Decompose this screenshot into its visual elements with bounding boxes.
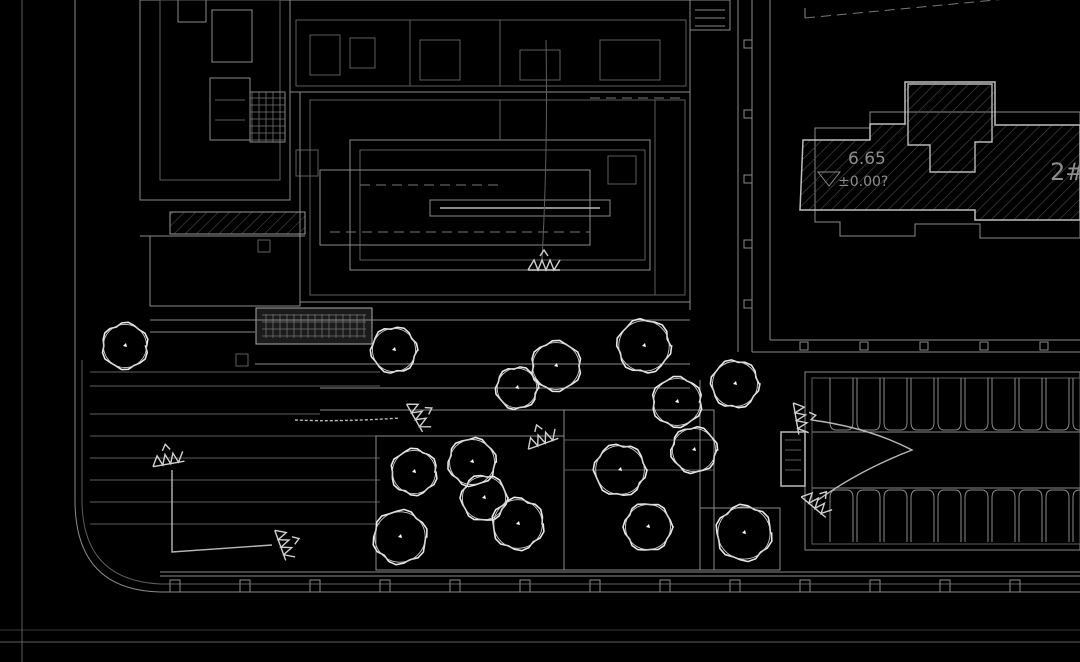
parking-stall — [910, 378, 935, 431]
boundary-post — [1009, 579, 1021, 593]
tree-icon — [709, 359, 761, 409]
parking-stall — [1018, 489, 1043, 542]
boundary-post — [799, 579, 811, 593]
tree-icon — [447, 436, 498, 488]
parking-stall — [991, 378, 1016, 431]
direction-marker-icon — [405, 403, 433, 433]
boundary-posts — [169, 39, 1049, 593]
direction-marker-icon — [152, 443, 185, 468]
direction-marker-icon — [274, 529, 301, 561]
column-post — [743, 174, 753, 184]
tree-icon — [715, 503, 773, 563]
parking-stall — [1018, 378, 1043, 431]
parking-area — [780, 371, 1080, 551]
column-post — [743, 109, 753, 119]
building-2-footprint: 6.65 ±0.00? 2# — [799, 81, 1080, 239]
column-post — [859, 341, 869, 351]
tree-icon — [622, 503, 675, 551]
tree-icon — [101, 321, 149, 371]
parking-stall — [1072, 378, 1080, 431]
boundary-post — [449, 579, 461, 593]
direction-markers — [152, 248, 833, 561]
walkways — [90, 319, 781, 571]
tree-icon — [491, 496, 545, 552]
central-terraces — [140, 39, 691, 345]
direction-marker-icon — [792, 402, 817, 435]
boundary-post — [939, 579, 951, 593]
tree-icon — [459, 474, 510, 521]
tree-icon — [669, 425, 719, 475]
site-boundary — [74, 0, 1080, 593]
boundary-post — [239, 579, 251, 593]
parking-stall — [883, 489, 908, 542]
parking-stall — [937, 378, 962, 431]
parking-stall — [964, 489, 989, 542]
column-post — [979, 341, 989, 351]
tree-icon — [615, 317, 673, 374]
tree-icon — [531, 339, 582, 393]
parking-stall — [856, 378, 881, 431]
parking-stall — [1045, 378, 1070, 431]
column-post — [1039, 341, 1049, 351]
direction-marker-icon — [527, 423, 559, 450]
direction-marker-icon — [527, 248, 561, 272]
parking-stall — [1072, 489, 1080, 542]
trees-layer — [101, 317, 773, 566]
direction-marker-icon — [800, 490, 833, 518]
parking-stall — [910, 489, 935, 542]
parking-stall — [856, 489, 881, 542]
parking-stall — [937, 489, 962, 542]
tree-icon — [494, 366, 540, 411]
parking-stall — [964, 378, 989, 431]
tree-icon — [372, 508, 428, 566]
parking-stall — [883, 378, 908, 431]
column-post — [919, 341, 929, 351]
elevation-value: 6.65 — [848, 149, 886, 169]
column-post — [743, 299, 753, 309]
column-post — [743, 39, 753, 49]
column-post — [799, 341, 809, 351]
boundary-post — [869, 579, 881, 593]
boundary-post — [589, 579, 601, 593]
parking-stall — [829, 378, 854, 431]
boundary-post — [659, 579, 671, 593]
column-post — [743, 239, 753, 249]
road-edges — [689, 0, 1080, 353]
tree-icon — [369, 326, 419, 374]
tree-icon — [592, 443, 649, 497]
boundary-post — [309, 579, 321, 593]
tree-icon — [651, 375, 703, 429]
building-number: 2# — [1050, 158, 1080, 186]
boundary-post — [379, 579, 391, 593]
boundary-post — [729, 579, 741, 593]
boundary-post — [519, 579, 531, 593]
parking-stall — [1045, 489, 1070, 542]
elevation-level: ±0.00? — [838, 174, 888, 190]
tree-icon — [390, 447, 438, 497]
parking-stall — [991, 489, 1016, 542]
boundary-post — [169, 579, 181, 593]
parking-stall — [829, 489, 854, 542]
upper-building-block — [139, 0, 731, 201]
